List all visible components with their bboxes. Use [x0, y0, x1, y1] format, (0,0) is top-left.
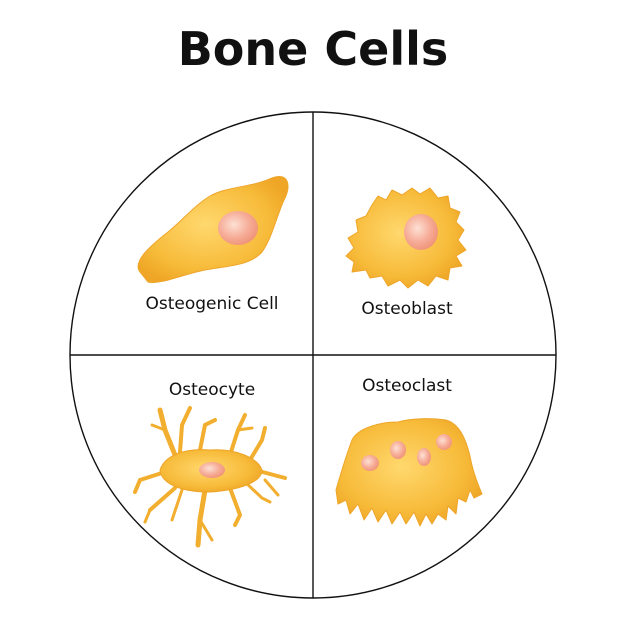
- label-osteoclast: Osteoclast: [362, 376, 452, 396]
- osteoclast-nucleus: [361, 455, 379, 471]
- osteoclast-nucleus: [417, 448, 431, 466]
- label-osteoblast: Osteoblast: [361, 299, 453, 319]
- osteogenic-cell-illustration: [137, 176, 289, 284]
- osteoclast-nucleus: [390, 441, 406, 459]
- osteoblast-illustration: [345, 187, 467, 289]
- osteoclast-nucleus: [436, 434, 452, 450]
- osteogenic-nucleus: [218, 211, 258, 245]
- label-osteocyte: Osteocyte: [168, 380, 256, 400]
- osteocyte-nucleus: [199, 462, 225, 478]
- osteoclast-illustration: [335, 418, 483, 527]
- osteoblast-nucleus: [404, 214, 438, 250]
- osteocyte-illustration: [133, 406, 287, 548]
- page-title: Bone Cells: [177, 22, 449, 76]
- label-osteogenic-cell: Osteogenic Cell: [145, 294, 279, 314]
